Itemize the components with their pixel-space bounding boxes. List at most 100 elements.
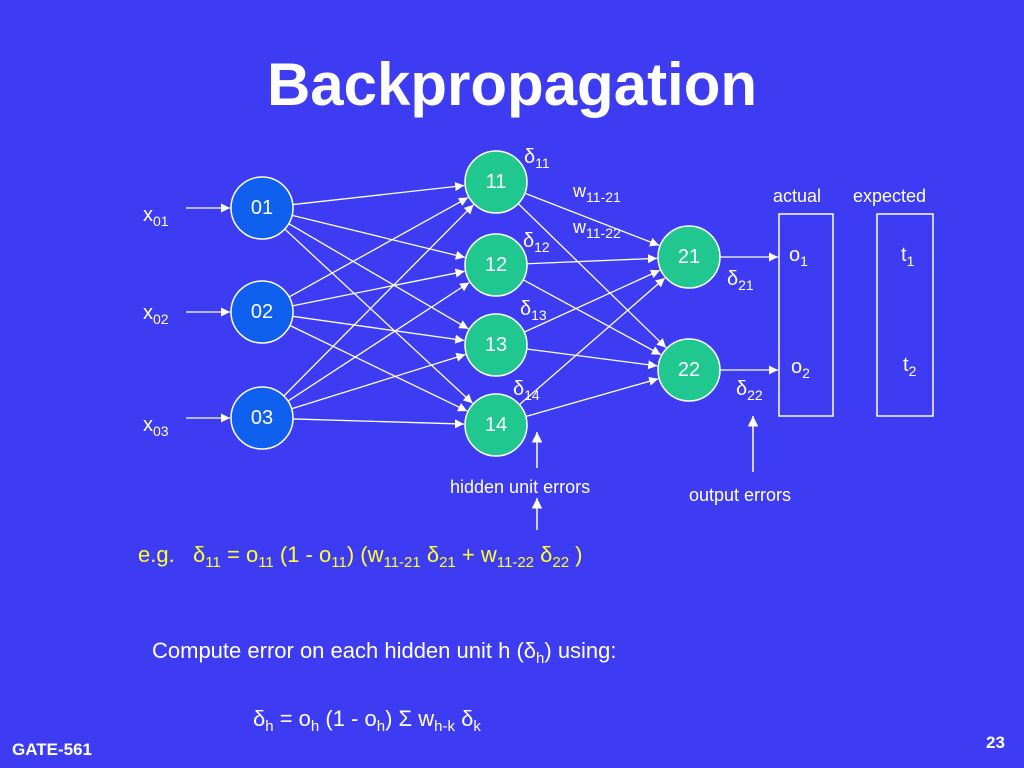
example-term: (1 - o [273, 542, 332, 567]
output-node-22: 22 [657, 338, 721, 402]
hidden-output-edge [522, 279, 662, 356]
hidden-output-edge [524, 192, 660, 247]
hidden-node-12: 12 [464, 233, 528, 297]
input-label-x03: x03 [143, 414, 169, 439]
slide-title: Backpropagation [266, 51, 758, 118]
compute-sentence: Compute error on each hidden unit h (δh)… [152, 638, 617, 667]
example-term: δ [193, 542, 206, 567]
output-node-21-label: 21 [678, 246, 700, 268]
formula-term: δ [253, 706, 266, 731]
input-node-01: 01 [230, 176, 294, 240]
course-label: GATE-561 [12, 740, 92, 759]
delta-label-21: δ21 [727, 268, 754, 293]
hidden-node-13-label: 13 [485, 334, 507, 356]
example-term: + w [455, 542, 497, 567]
hidden-output-edge [526, 254, 658, 265]
output-errors-label: output errors [689, 485, 792, 505]
input-hidden-edge [292, 418, 465, 429]
input-hidden-edge [288, 196, 469, 298]
expected-value-t1: t1 [901, 244, 915, 269]
example-subscript: 11 [331, 554, 347, 571]
output-node-22-circle [657, 338, 721, 402]
example-subscript: 22 [552, 554, 570, 571]
hidden-output-edge [523, 269, 661, 333]
formula-subscript: k [473, 718, 481, 735]
delta-label-11: δ11 [524, 146, 550, 171]
actual-value-o2: o2 [791, 356, 810, 381]
input-hidden-edge [284, 228, 473, 404]
hidden-node-11: 11 [464, 150, 528, 214]
expected-box [876, 213, 934, 417]
example-prefix: e.g. [138, 542, 175, 567]
input-node-03-label: 03 [251, 407, 273, 429]
input-node-01-label: 01 [251, 197, 273, 219]
hidden-node-12-label: 12 [485, 254, 507, 276]
input-node-02-label: 02 [251, 301, 273, 323]
output-node-22-label: 22 [678, 359, 700, 381]
formula-term: = o [273, 706, 311, 731]
hidden-node-14: 14 [464, 393, 528, 457]
formula-term: ) Σ w [385, 706, 435, 731]
delta-label-22: δ22 [736, 378, 763, 403]
hidden-node-14-label: 14 [485, 414, 507, 436]
expected-value-t2: t2 [903, 354, 917, 379]
hidden-errors-label: hidden unit errors [450, 477, 591, 497]
actual-header: actual [773, 186, 822, 206]
input-node-03-circle [230, 386, 294, 450]
example-subscript: 21 [439, 554, 456, 571]
input-hidden-edge [291, 352, 466, 410]
input-node-02-circle [230, 280, 294, 344]
example-formula: δ11 = o11 (1 - o11) (w11-21 δ21 + w11-22… [193, 542, 583, 571]
formula-subscript: h [376, 718, 386, 735]
input-node-03: 03 [230, 386, 294, 450]
expected-header: expected [853, 186, 927, 206]
example-equation: e.g. δ11 = o11 (1 - o11) (w11-21 δ21 + w… [138, 542, 583, 571]
formula-subscript: h-k [434, 718, 455, 735]
input-hidden-edge [292, 315, 465, 344]
example-term: δ [534, 542, 553, 567]
hidden-output-edge [526, 348, 658, 370]
example-term: δ [420, 542, 440, 567]
weight-label-11-21: w11-21 [573, 181, 621, 205]
hidden-output-edge [517, 203, 667, 349]
hidden-node-13-circle [464, 313, 528, 377]
input-node-01-circle [230, 176, 294, 240]
actual-value-o1: o1 [789, 244, 808, 269]
weight-label-11-22: w11-22 [573, 217, 621, 241]
input-label-x02: x02 [143, 302, 169, 327]
input-hidden-edge [288, 223, 469, 330]
formula-term: (1 - o [319, 706, 377, 731]
hidden-output-edge [525, 376, 659, 418]
example-subscript: 11 [205, 554, 221, 571]
example-term: ) (w [346, 542, 384, 567]
hidden-node-14-circle [464, 393, 528, 457]
input-node-02: 02 [230, 280, 294, 344]
example-term: = o [220, 542, 259, 567]
delta-label-14: δ14 [513, 378, 540, 403]
output-node-21: 21 [657, 225, 721, 289]
hidden-node-11-label: 11 [486, 171, 507, 193]
hidden-node-11-circle [464, 150, 528, 214]
input-hidden-edge [292, 182, 465, 206]
example-subscript: 11-22 [496, 554, 535, 571]
actual-box [778, 213, 834, 417]
delta-label-13: δ13 [520, 298, 547, 323]
input-hidden-edge [292, 268, 465, 307]
example-term: ) [569, 542, 583, 567]
formula-subscript: h [310, 718, 320, 735]
example-subscript: 11-21 [383, 554, 421, 571]
hidden-node-13: 13 [464, 313, 528, 377]
formula-term: δ [454, 706, 474, 731]
delta-label-12: δ12 [523, 230, 550, 255]
input-hidden-edge [287, 281, 470, 402]
example-subscript: 11 [258, 554, 274, 571]
formula-subscript: h [265, 718, 274, 735]
output-node-21-circle [657, 225, 721, 289]
page-number: 23 [986, 733, 1005, 752]
input-hidden-edge [283, 204, 474, 397]
hidden-output-edge [518, 277, 666, 406]
input-label-x01: x01 [143, 204, 169, 229]
general-formula: δh = oh (1 - oh) Σ wh-k δk [253, 706, 481, 735]
hidden-node-12-circle [464, 233, 528, 297]
